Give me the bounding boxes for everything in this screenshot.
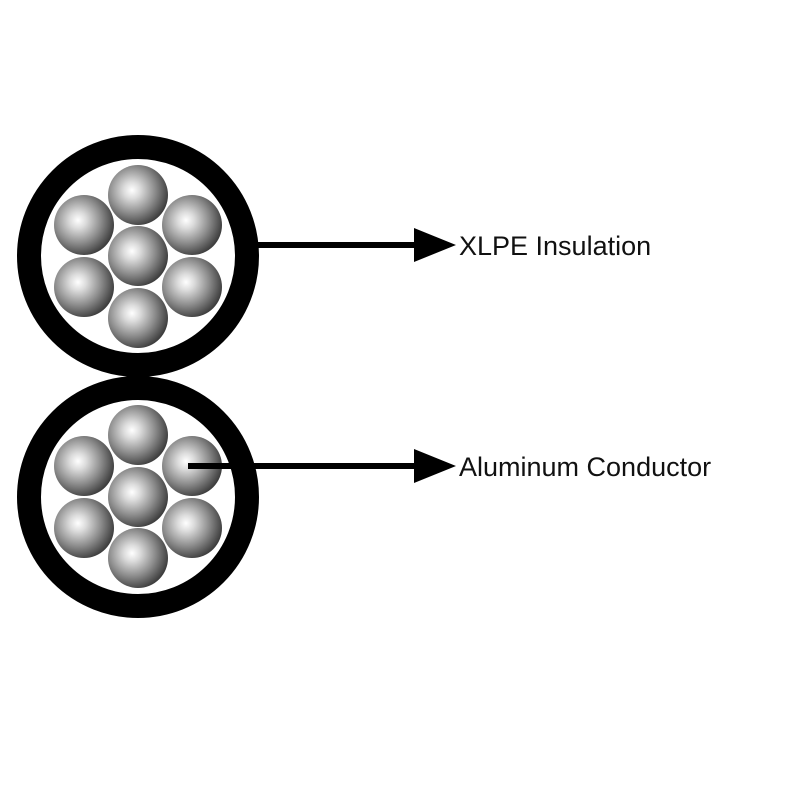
strand xyxy=(108,405,168,465)
strand xyxy=(54,195,114,255)
lower-core xyxy=(17,376,259,618)
strand xyxy=(162,195,222,255)
strand xyxy=(108,528,168,588)
insulation-arrow xyxy=(256,228,456,262)
upper-core xyxy=(17,135,259,377)
strand xyxy=(108,467,168,527)
strand xyxy=(108,226,168,286)
upper-conductor-strands xyxy=(54,165,222,348)
arrowhead-icon xyxy=(414,228,456,262)
strand xyxy=(54,498,114,558)
strand xyxy=(54,436,114,496)
strand xyxy=(162,498,222,558)
lower-conductor-strands xyxy=(54,405,222,588)
insulation-label: XLPE Insulation xyxy=(459,231,651,261)
conductor-arrow xyxy=(188,449,456,483)
arrowhead-icon xyxy=(414,449,456,483)
strand xyxy=(54,257,114,317)
strand xyxy=(108,165,168,225)
strand xyxy=(108,288,168,348)
conductor-label: Aluminum Conductor xyxy=(459,452,711,482)
strand xyxy=(162,257,222,317)
